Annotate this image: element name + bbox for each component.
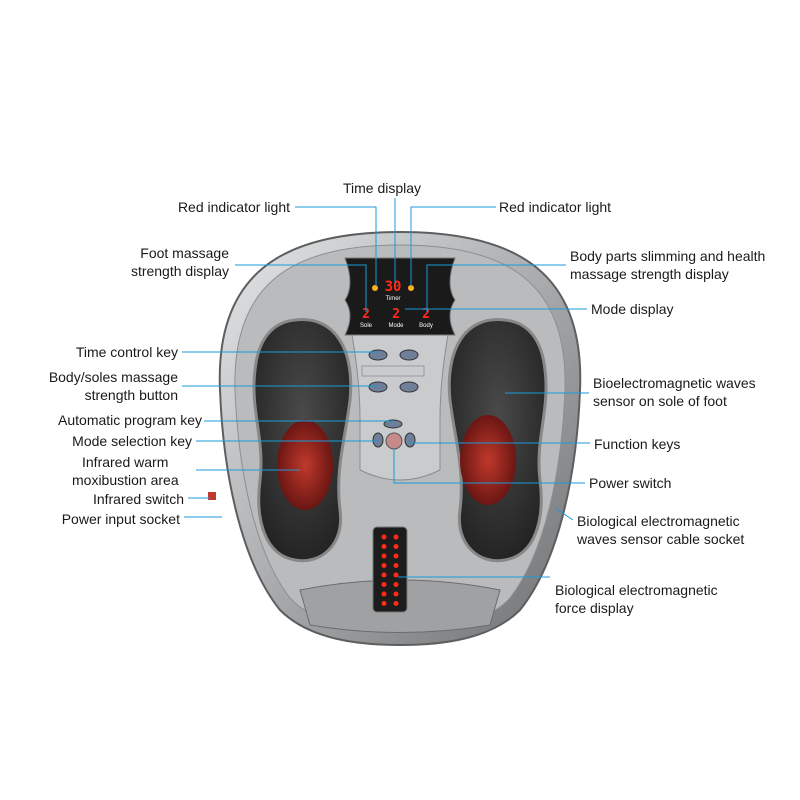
label-line: Foot massage xyxy=(140,245,229,261)
force-led xyxy=(393,544,399,549)
time-up-button xyxy=(399,349,419,361)
label-mode-display: Mode display xyxy=(591,301,674,317)
label-line: Bioelectromagnetic waves xyxy=(593,375,756,391)
body-caption: Body xyxy=(419,323,433,329)
sole-digit: 2 xyxy=(362,307,370,322)
label-line: Biological electromagnetic xyxy=(555,582,718,598)
label-power-input-socket: Power input socket xyxy=(61,511,180,527)
label-cable-socket: Biological electromagnetic waves sensor c… xyxy=(577,512,744,548)
label-red-indicator-right: Red indicator light xyxy=(499,199,612,215)
force-led xyxy=(381,582,387,587)
force-led xyxy=(381,534,387,540)
label-line: Body/soles massage xyxy=(48,369,178,385)
label-power-switch: Power switch xyxy=(589,475,672,491)
label-bio-sensor: Bioelectromagnetic waves sensor on sole o… xyxy=(593,374,756,410)
mode-digit: 2 xyxy=(392,307,400,322)
label-line: Infrared warm xyxy=(82,454,169,470)
label-time-control-key: Time control key xyxy=(75,344,178,360)
force-led xyxy=(381,591,387,597)
auto-program-button xyxy=(383,419,403,429)
label-line: Body parts slimming and health xyxy=(570,248,766,264)
leader-lines xyxy=(182,198,590,578)
power-switch-button xyxy=(385,432,403,450)
strength-up-button xyxy=(399,381,419,393)
mode-caption: Mode xyxy=(388,323,404,329)
label-line: moxibustion area xyxy=(72,472,179,488)
label-line: strength button xyxy=(84,387,178,403)
label-infrared-switch: Infrared switch xyxy=(92,491,184,507)
force-led xyxy=(393,553,399,559)
label-body-parts-display: Body parts slimming and health massage st… xyxy=(570,247,765,283)
force-led xyxy=(393,572,399,578)
force-led xyxy=(393,591,399,597)
force-led xyxy=(393,582,399,587)
label-infrared-area: Infrared warm moxibustion area xyxy=(72,453,179,489)
force-led xyxy=(381,544,387,549)
force-led xyxy=(381,563,387,568)
timer-digits: 30 xyxy=(385,279,402,295)
force-led xyxy=(381,553,387,559)
force-led xyxy=(393,534,399,540)
label-line: strength display xyxy=(130,263,229,279)
timer-caption: Timer xyxy=(385,296,400,302)
label-red-indicator-left: Red indicator light xyxy=(177,199,290,215)
label-line: Biological electromagnetic xyxy=(577,513,740,529)
label-line: sensor on sole of foot xyxy=(593,393,727,409)
label-line: force display xyxy=(555,600,634,616)
left-infrared-area xyxy=(277,420,333,510)
label-function-keys: Function keys xyxy=(594,436,681,452)
label-foot-strength-display: Foot massage strength display xyxy=(131,244,229,280)
sole-caption: Sole xyxy=(360,323,373,329)
label-line: waves sensor cable socket xyxy=(577,531,745,547)
force-led xyxy=(393,563,399,568)
strength-down-button xyxy=(368,381,388,393)
mode-button xyxy=(372,432,384,448)
right-infrared-area xyxy=(460,415,516,505)
function-button xyxy=(404,432,416,448)
infrared-switch xyxy=(208,492,216,500)
force-display xyxy=(372,526,408,613)
label-time-display: Time display xyxy=(343,180,422,196)
label-body-soles-button: Body/soles massage strength button xyxy=(49,368,178,404)
label-automatic-program-key: Automatic program key xyxy=(58,412,202,428)
force-led xyxy=(381,572,387,578)
label-force-display: Biological electromagnetic force display xyxy=(555,581,718,617)
label-line: massage strength display xyxy=(570,266,729,282)
label-mode-selection-key: Mode selection key xyxy=(72,433,192,449)
force-led xyxy=(393,601,399,606)
body-digit: 2 xyxy=(422,307,430,322)
force-led xyxy=(381,601,387,606)
